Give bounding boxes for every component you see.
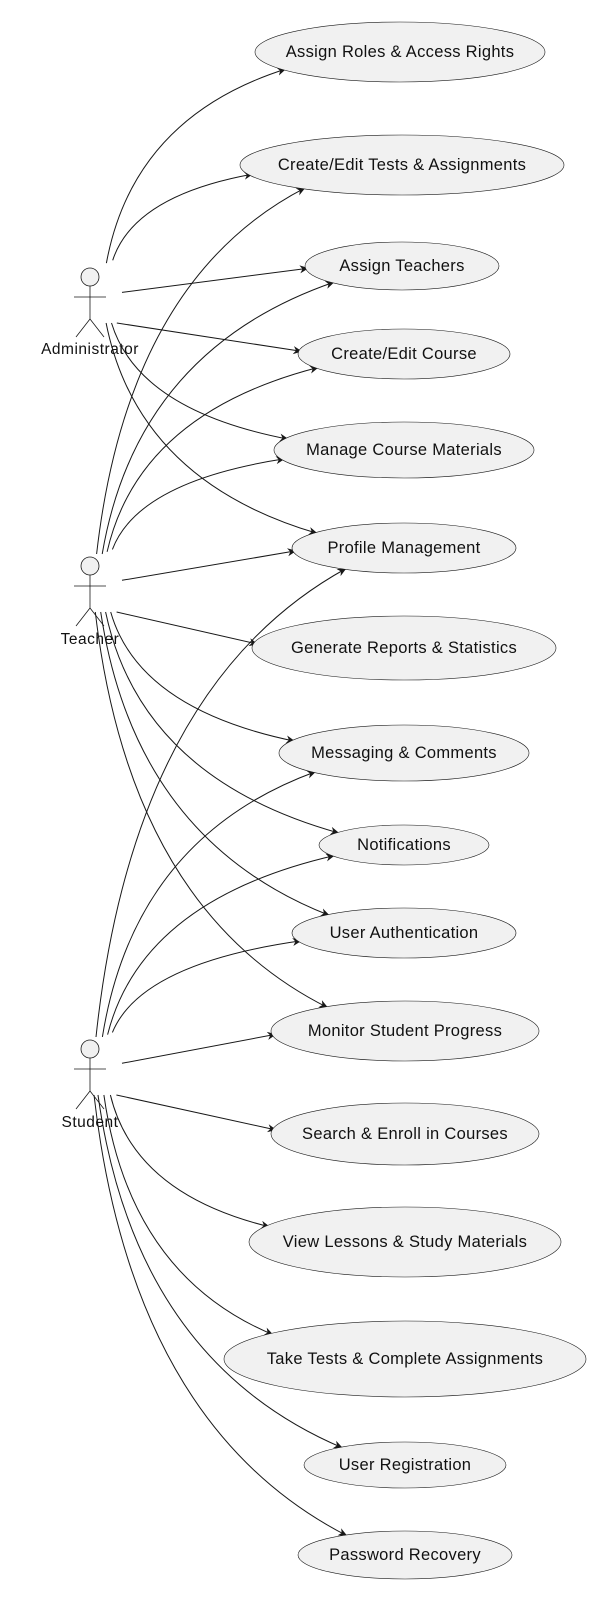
association-student-user-registration <box>97 1094 343 1449</box>
actor-student[interactable]: Student <box>62 1039 119 1131</box>
association-student-user-authentication <box>111 938 302 1033</box>
use-case-user-registration[interactable]: User Registration <box>303 1441 507 1489</box>
association-teacher-manage-materials <box>111 456 286 550</box>
association-student-messaging <box>101 770 317 1037</box>
association-teacher-user-authentication <box>100 611 330 917</box>
association-student-password-recovery <box>93 1094 348 1537</box>
use-case-assign-roles[interactable]: Assign Roles & Access Rights <box>254 21 546 83</box>
use-case-label: Create/Edit Tests & Assignments <box>278 156 526 174</box>
association-student-notifications <box>107 853 335 1035</box>
association-student-monitor-progress <box>121 1031 277 1064</box>
association-teacher-messaging <box>110 611 296 744</box>
use-case-label: User Registration <box>339 1456 472 1474</box>
association-student-search-enroll <box>116 1094 277 1133</box>
use-case-password-recovery[interactable]: Password Recovery <box>297 1530 513 1580</box>
association-teacher-create-edit-tests <box>96 187 306 555</box>
association-administrator-assign-teachers <box>121 265 309 293</box>
stick-figure-icon <box>74 556 106 627</box>
actor-label: Teacher <box>61 631 120 648</box>
use-case-label: Assign Roles & Access Rights <box>286 43 515 61</box>
use-case-label: Take Tests & Complete Assignments <box>267 1350 543 1368</box>
use-case-create-edit-tests[interactable]: Create/Edit Tests & Assignments <box>239 134 565 196</box>
association-administrator-profile-management <box>105 322 318 535</box>
use-case-label: Password Recovery <box>329 1546 481 1564</box>
use-case-take-tests[interactable]: Take Tests & Complete Assignments <box>223 1320 587 1398</box>
use-case-label: Generate Reports & Statistics <box>291 639 517 657</box>
use-case-create-edit-course[interactable]: Create/Edit Course <box>297 328 511 380</box>
use-case-messaging[interactable]: Messaging & Comments <box>278 724 530 782</box>
association-teacher-profile-management <box>121 548 297 581</box>
use-case-label: Search & Enroll in Courses <box>302 1125 508 1143</box>
actor-label: Administrator <box>41 341 139 358</box>
association-administrator-create-edit-tests <box>112 171 254 261</box>
stick-figure-icon <box>74 1039 106 1110</box>
use-case-user-authentication[interactable]: User Authentication <box>291 907 517 959</box>
associations <box>93 67 348 1537</box>
use-case-label: Create/Edit Course <box>331 345 477 363</box>
use-case-monitor-progress[interactable]: Monitor Student Progress <box>270 1000 540 1062</box>
use-cases: Assign Roles & Access Rights Create/Edit… <box>223 21 587 1580</box>
use-case-view-lessons[interactable]: View Lessons & Study Materials <box>248 1206 562 1278</box>
actor-teacher[interactable]: Teacher <box>61 556 120 648</box>
use-case-manage-materials[interactable]: Manage Course Materials <box>273 421 535 479</box>
association-teacher-monitor-progress <box>94 611 329 1009</box>
actor-label: Student <box>62 1114 119 1131</box>
use-case-label: Assign Teachers <box>339 257 464 275</box>
use-case-label: Monitor Student Progress <box>308 1022 502 1040</box>
association-administrator-assign-roles <box>105 67 287 264</box>
association-administrator-create-edit-course <box>116 322 303 355</box>
association-teacher-generate-reports <box>116 611 259 647</box>
association-teacher-create-edit-course <box>106 365 319 552</box>
association-student-take-tests <box>103 1094 274 1336</box>
use-case-label: View Lessons & Study Materials <box>283 1233 527 1251</box>
stick-figure-icon <box>74 267 106 338</box>
use-case-label: Profile Management <box>327 539 480 557</box>
use-case-generate-reports[interactable]: Generate Reports & Statistics <box>251 615 557 681</box>
use-case-notifications[interactable]: Notifications <box>318 824 490 866</box>
use-case-label: Messaging & Comments <box>311 744 497 762</box>
use-case-search-enroll[interactable]: Search & Enroll in Courses <box>270 1102 540 1166</box>
actors: Administrator Teacher Student <box>41 267 139 1131</box>
association-student-profile-management <box>95 568 347 1038</box>
use-case-label: Notifications <box>357 836 451 854</box>
association-administrator-manage-materials <box>111 322 289 442</box>
use-case-label: Manage Course Materials <box>306 441 502 459</box>
association-teacher-notifications <box>105 611 340 835</box>
association-student-view-lessons <box>109 1094 271 1229</box>
use-case-assign-teachers[interactable]: Assign Teachers <box>304 241 500 291</box>
use-case-profile-management[interactable]: Profile Management <box>291 522 517 574</box>
use-case-label: User Authentication <box>330 924 479 942</box>
actor-administrator[interactable]: Administrator <box>41 267 139 358</box>
association-teacher-assign-teachers <box>101 281 335 555</box>
